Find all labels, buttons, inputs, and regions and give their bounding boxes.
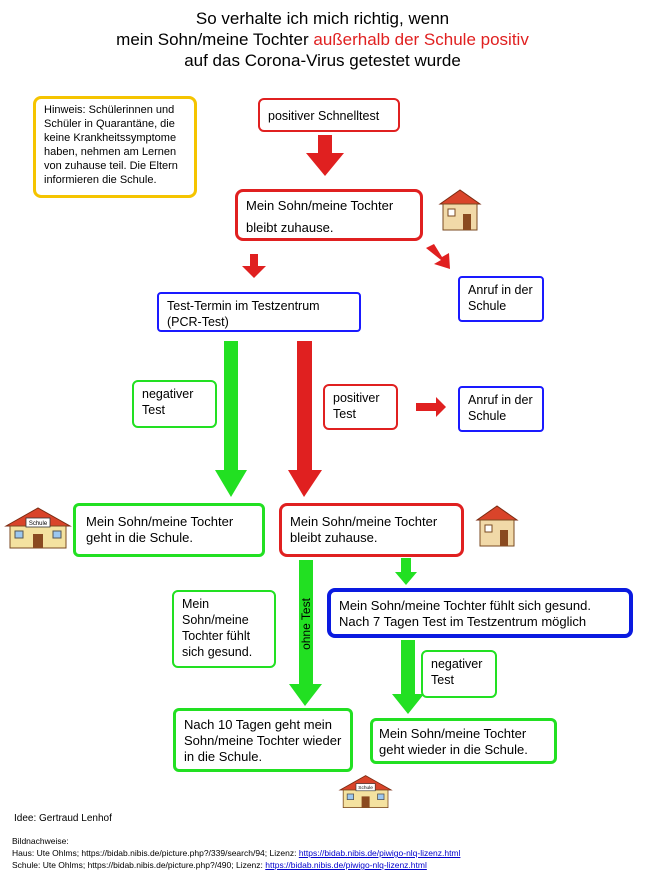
credit-house-link[interactable]: https://bidab.nibis.de/piwigo-nlq-lizenz… [298,848,461,858]
arrow-red-2 [242,254,266,278]
credit-house: Haus: Ute Ohlms; https://bidab.nibis.de/… [12,848,460,859]
school-icon: Schule [338,775,393,809]
arrow-red-3 [426,244,450,269]
idea-credit: Idee: Gertraud Lenhof [14,813,112,824]
arrow-red-1 [306,135,344,176]
arrow-red-4 [288,341,322,497]
credit-school-link[interactable]: https://bidab.nibis.de/piwigo-nlq-lizenz… [265,860,427,870]
credit-house-text: Haus: Ute Ohlms; https://bidab.nibis.de/… [12,848,299,858]
arrow-green-2 [289,560,322,706]
after-10-days-box: Nach 10 Tagen geht mein Sohn/meine Tocht… [173,708,353,772]
title-line-3: auf das Corona-Virus getestet wurde [184,51,461,70]
school-sign-text: Schule [29,521,48,527]
title-line-1: So verhalte ich mich richtig, wenn [195,9,450,28]
positive-quicktest-box: positiver Schnelltest [258,98,400,132]
call-school-box-1: Anruf in der Schule [458,276,544,322]
arrow-green-4 [392,640,424,714]
school-icon: Schule [4,507,72,549]
house-icon [438,189,482,231]
arrow-red-5 [416,397,446,417]
pcr-appointment-box: Test-Termin im Testzentrum (PCR-Test) [157,292,361,332]
stays-home-box-2: Mein Sohn/meine Tochter bleibt zuhause. [279,503,464,557]
negative-test-box-1: negativer Test [132,380,217,428]
page-title: So verhalte ich mich richtig, wenn mein … [0,8,645,71]
positive-test-box: positiver Test [323,384,398,430]
negative-test-box-2: negativer Test [421,650,497,698]
call-school-box-2: Anruf in der Schule [458,386,544,432]
credit-school: Schule: Ute Ohlms; https://bidab.nibis.d… [12,860,427,871]
credit-school-text: Schule: Ute Ohlms; https://bidab.nibis.d… [12,860,266,870]
feels-healthy-test-box: Mein Sohn/meine Tochter fühlt sich gesun… [327,588,633,638]
credits-label: Bildnachweise: [12,836,69,846]
title-line-2-start: mein Sohn/meine Tochter [116,30,314,49]
goes-to-school-box: Mein Sohn/meine Tochter geht in die Schu… [73,503,265,557]
stays-home-box-1: Mein Sohn/meine Tochter bleibt zuhause. [235,189,423,241]
title-line-2-highlight: außerhalb der Schule positiv [313,30,529,49]
arrow-green-3 [395,558,417,585]
school-sign-text: Schule [358,785,373,791]
house-icon [475,505,519,547]
without-test-label: ohne Test [299,598,313,650]
arrow-green-1 [215,341,247,497]
feels-healthy-box: Mein Sohn/meine Tochter fühlt sich gesun… [172,590,276,668]
back-to-school-box: Mein Sohn/meine Tochter geht wieder in d… [370,718,557,764]
hint-box: Hinweis: Schülerinnen und Schüler in Qua… [33,96,197,198]
title-line-2: mein Sohn/meine Tochter außerhalb der Sc… [0,29,645,50]
